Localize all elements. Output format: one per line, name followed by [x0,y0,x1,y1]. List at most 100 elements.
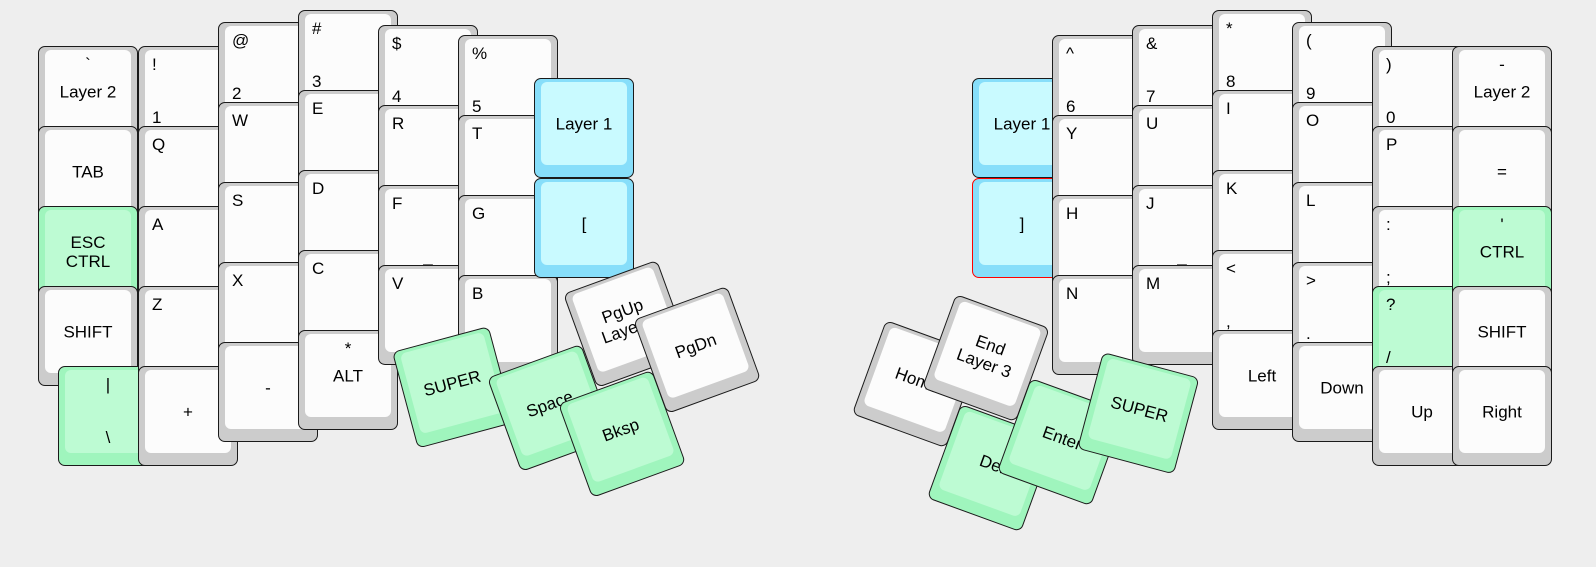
key-cap: - [225,346,311,429]
key-legend: L [1306,191,1316,210]
key-cap: + [145,370,231,453]
key-legend: 1 [152,108,162,127]
key-legend: ' [1500,215,1504,234]
key-cap: ESC CTRL [45,210,131,293]
key-legend: B [472,284,484,303]
key-legend: . [1306,324,1311,343]
key-cap: E [305,94,391,177]
key-cap: *8 [1219,14,1305,97]
key-cap: S [225,186,311,269]
key-legend: V [392,274,404,293]
key-l-lbracket[interactable]: [ [534,178,634,278]
key-cap: = [1459,130,1545,213]
key-legend: ! [152,55,157,74]
key-l-star-alt[interactable]: *ALT [298,330,398,430]
key-legend: Up [1411,402,1433,421]
key-legend: K [1226,179,1238,198]
key-cap: Layer 1 [979,82,1065,165]
key-legend: ESC CTRL [65,232,111,271]
key-legend: ; [1386,268,1391,287]
key-cap: F_ [385,189,471,272]
key-legend: Layer 2 [1473,82,1531,101]
key-legend: O [1306,111,1320,130]
key-cap: J_ [1139,189,1225,272]
key-r-right[interactable]: Right [1452,366,1552,466]
key-legend: * [1226,19,1233,38]
key-legend: ALT [333,366,363,385]
key-l-layer1[interactable]: Layer 1 [534,78,634,178]
key-cap: ' CTRL [1459,210,1545,293]
key-legend: ? [1386,295,1396,314]
key-cap: ^6 [1059,39,1145,122]
key-legend: U [1146,114,1159,133]
key-cap: D [305,174,391,257]
key-legend: : [1386,215,1391,234]
key-cap: A [145,210,231,293]
key-legend: F [392,194,403,213]
key-legend: [ [581,214,587,233]
key-legend: T [472,124,483,143]
key-legend: @ [232,31,250,50]
key-legend: Left [1247,366,1277,385]
key-cap: &7 [1139,29,1225,112]
key-cap: X [225,266,311,349]
key-legend: 2 [232,84,242,103]
key-legend: / [1386,348,1391,367]
key-cap: Q [145,130,231,213]
key-legend: SUPER [421,366,483,400]
key-legend: = [1497,162,1507,181]
key-legend: W [232,111,249,130]
key-legend: + [183,402,193,421]
key-legend: I [1226,99,1231,118]
key-legend: 5 [472,97,482,116]
key-cap: [ [541,182,627,265]
key-legend: _ [1177,247,1187,266]
key-legend: Layer 1 [555,114,613,133]
key-cap: L [1299,186,1385,269]
key-cap: M [1139,269,1225,352]
key-legend: Z [152,295,163,314]
key-legend: ^ [1066,44,1074,63]
key-cap: >. [1299,266,1385,349]
key-cap: TAB [45,130,131,213]
key-cap: $4 [385,29,471,112]
key-cap: Up [1379,370,1465,453]
key-legend: G [472,204,486,223]
key-legend: SHIFT [1477,322,1527,341]
key-cap: N [1059,279,1145,362]
key-legend: 4 [392,87,402,106]
key-legend: TAB [72,162,104,181]
key-legend: SUPER [1108,392,1171,426]
key-legend: CTRL [1479,242,1525,261]
key-legend: 7 [1146,87,1156,106]
key-cap: Right [1459,370,1545,453]
key-cap: `Layer 2 [45,50,131,133]
key-legend: 8 [1226,72,1236,91]
key-legend: M [1146,274,1161,293]
key-legend: 6 [1066,97,1076,116]
key-legend: Bksp [599,414,642,446]
key-cap: @2 [225,26,311,109]
key-legend: J [1146,194,1155,213]
key-cap: :; [1379,210,1465,293]
key-legend: ) [1386,55,1392,74]
key-legend: | [105,375,111,394]
key-legend: < [1226,259,1236,278]
key-cap: Left [1219,334,1305,417]
key-legend: SHIFT [63,322,113,341]
key-legend: Y [1066,124,1078,143]
key-legend: > [1306,271,1316,290]
key-cap: I [1219,94,1305,177]
key-legend: , [1226,312,1231,331]
key-cap: K [1219,174,1305,257]
key-cap: |\ [65,370,151,453]
key-cap: -Layer 2 [1459,50,1545,133]
key-cap: ?/ [1379,290,1465,373]
key-legend: 0 [1386,108,1396,127]
key-cap: C [305,254,391,337]
key-cap: (9 [1299,26,1385,109]
key-legend: D [312,179,325,198]
key-cap: )0 [1379,50,1465,133]
key-cap: Down [1299,346,1385,429]
